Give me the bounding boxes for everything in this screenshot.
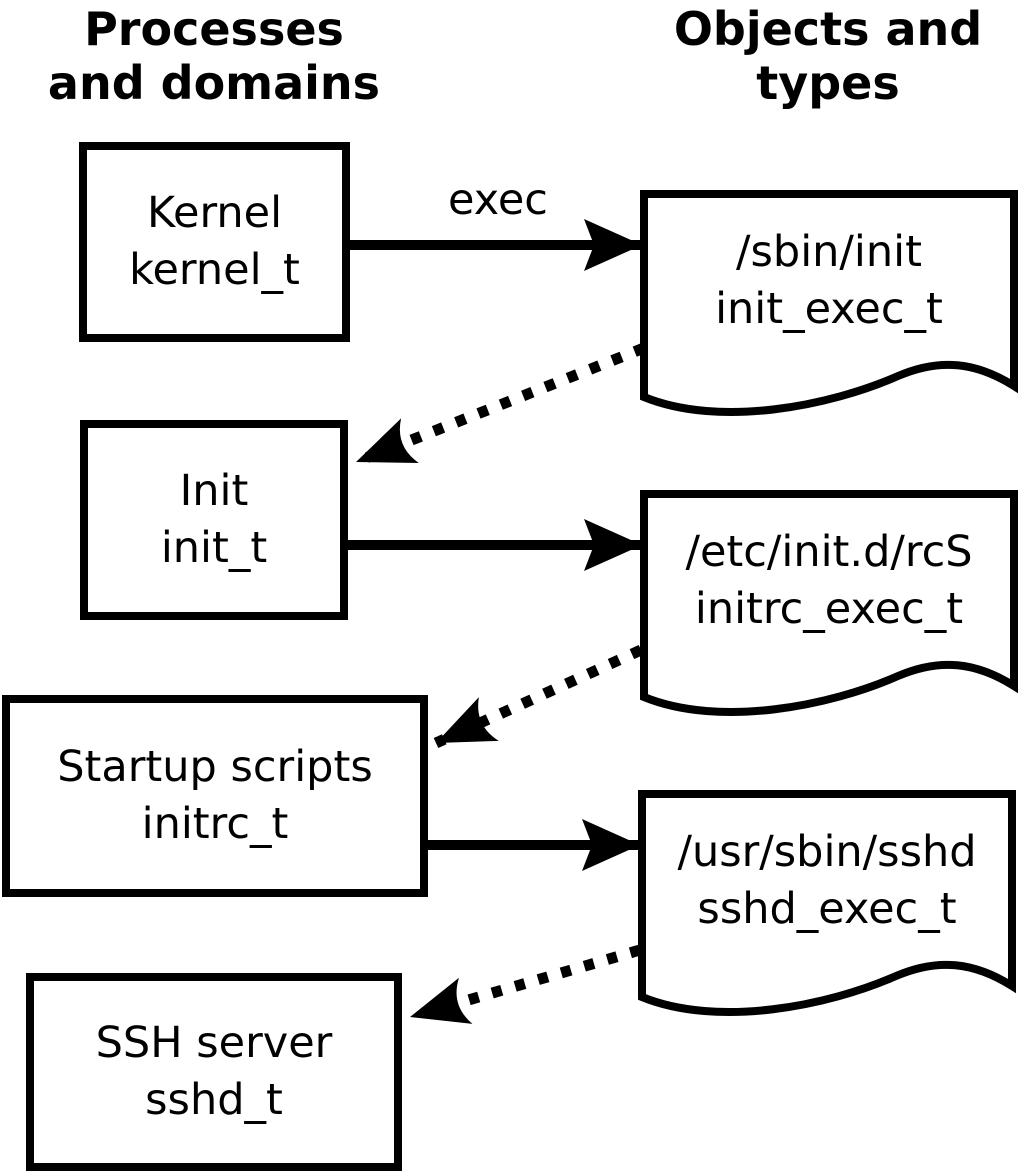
object-doc-text: /etc/init.d/rcS initrc_exec_t bbox=[640, 490, 1018, 638]
document-shape bbox=[640, 190, 1018, 416]
heading-line: and domains bbox=[47, 56, 381, 110]
process-box-init: Init init_t bbox=[80, 420, 348, 620]
object-path: /usr/sbin/sshd bbox=[677, 827, 977, 877]
object-path: /etc/init.d/rcS bbox=[685, 527, 973, 577]
process-type: init_t bbox=[160, 523, 268, 573]
process-box-kernel: Kernel kernel_t bbox=[79, 142, 350, 342]
object-doc-text: /sbin/init init_exec_t bbox=[640, 190, 1018, 338]
document-shape bbox=[640, 490, 1018, 716]
process-name: Init bbox=[179, 466, 249, 516]
process-name: Startup scripts bbox=[57, 742, 373, 792]
heading-line: types bbox=[756, 56, 900, 110]
transition-arrow-startup bbox=[433, 644, 644, 749]
object-doc-text: /usr/sbin/sshd sshd_exec_t bbox=[638, 790, 1016, 938]
transition-arrow-init bbox=[353, 342, 647, 468]
process-type: kernel_t bbox=[129, 245, 300, 295]
object-path: /sbin/init bbox=[736, 227, 922, 277]
exec-arrow-label: exec bbox=[448, 175, 548, 225]
process-type: initrc_t bbox=[141, 799, 289, 849]
process-name: Kernel bbox=[146, 188, 283, 238]
transition-arrow-sshd bbox=[408, 944, 642, 1024]
object-doc-usr-sbin-sshd: /usr/sbin/sshd sshd_exec_t bbox=[638, 790, 1016, 1035]
heading-line: Objects and bbox=[673, 2, 983, 56]
object-doc-etc-initd-rcs: /etc/init.d/rcS initrc_exec_t bbox=[640, 490, 1018, 735]
process-box-startup-scripts: Startup scripts initrc_t bbox=[2, 695, 428, 897]
object-type: initrc_exec_t bbox=[694, 584, 964, 634]
process-name: SSH server bbox=[95, 1018, 333, 1068]
process-box-ssh-server: SSH server sshd_t bbox=[26, 973, 402, 1171]
object-type: sshd_exec_t bbox=[697, 884, 957, 934]
column-heading-processes: Processes and domains bbox=[24, 2, 404, 110]
process-type: sshd_t bbox=[145, 1075, 283, 1125]
column-heading-objects: Objects and types bbox=[638, 2, 1018, 110]
heading-line: Processes bbox=[84, 2, 344, 56]
document-shape bbox=[638, 790, 1016, 1016]
object-type: init_exec_t bbox=[715, 284, 943, 334]
object-doc-sbin-init: /sbin/init init_exec_t bbox=[640, 190, 1018, 435]
